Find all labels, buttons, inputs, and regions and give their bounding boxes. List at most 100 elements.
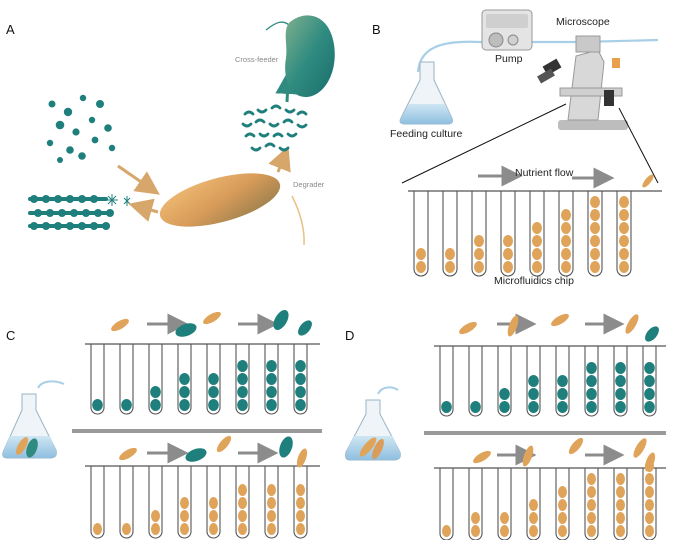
degrader-cell-in-channel	[529, 499, 538, 511]
channel	[148, 466, 163, 539]
channel	[613, 346, 628, 417]
cross-feeder-label: Cross-feeder	[235, 55, 279, 64]
degrader-icon	[216, 435, 232, 453]
degrader-cell-in-channel	[500, 512, 509, 524]
channel	[497, 346, 512, 417]
flask-c	[2, 380, 65, 459]
degrader-cell-in-channel	[645, 473, 654, 485]
cross-feeder-cell-in-channel	[150, 386, 161, 398]
cross-feeder-cell-in-channel	[528, 375, 539, 387]
degrader-cell-in-channel	[238, 497, 247, 509]
degrader-cell-in-channel	[532, 235, 542, 247]
degrader-cell-in-channel	[209, 510, 218, 522]
degrader-icon	[203, 311, 221, 325]
channel	[119, 344, 134, 415]
channel	[264, 466, 279, 539]
channel	[526, 468, 541, 540]
microscope	[537, 35, 628, 130]
degrader-cell-in-channel	[558, 512, 567, 524]
channel	[293, 466, 308, 539]
cross-feeder-icon	[279, 436, 293, 458]
degrader-icon	[507, 315, 519, 337]
cross-feeder-cell-in-channel	[266, 399, 277, 411]
cross-feeder-icon	[645, 326, 659, 342]
cross-feeder-cell-in-channel	[295, 360, 306, 372]
cross-feeder-icon	[175, 323, 197, 337]
degrader-cell-in-channel	[619, 196, 629, 208]
cross-feeder-cell-in-channel	[295, 399, 306, 411]
degrader-cell-in-channel	[587, 512, 596, 524]
cross-feeder-cell	[265, 15, 335, 98]
degrader-cell-in-channel	[590, 209, 600, 221]
cross-feeder-cell-in-channel	[441, 401, 452, 413]
degrader-cell-in-channel	[296, 484, 305, 496]
cross-feeder-cell-in-channel	[528, 401, 539, 413]
channel	[235, 344, 250, 415]
microfluidics-channels	[85, 190, 666, 540]
channel	[442, 191, 458, 277]
degrader-cell-in-channel	[296, 523, 305, 535]
channel	[587, 191, 603, 277]
degrader-cell-in-channel	[180, 523, 189, 535]
channel	[642, 468, 657, 540]
cross-feeder-cell-in-channel	[644, 362, 655, 374]
channel	[148, 344, 163, 415]
degrader-cell-in-channel	[645, 499, 654, 511]
cross-feeder-cell-in-channel	[121, 399, 132, 411]
channel	[413, 191, 429, 277]
degrader-cell-in-channel	[238, 523, 247, 535]
cross-feeder-cell-in-channel	[295, 386, 306, 398]
channel	[468, 346, 483, 417]
channel	[613, 468, 628, 540]
cross-feeder-cell-in-channel	[266, 386, 277, 398]
enzyme-sparkles	[106, 194, 131, 206]
degrader-cell-in-channel	[209, 497, 218, 509]
cross-feeder-cell-in-channel	[615, 401, 626, 413]
degrader-cell-in-channel	[267, 497, 276, 509]
degrader-cell-in-channel	[416, 261, 426, 273]
cross-feeder-icon	[298, 320, 312, 336]
degrader-cell-in-channel	[93, 523, 102, 535]
cross-feeder-cell-in-channel	[266, 360, 277, 372]
channel	[264, 344, 279, 415]
cross-feeder-cell-in-channel	[557, 388, 568, 400]
cross-feeder-cell-in-channel	[150, 399, 161, 411]
degrader-icon	[119, 447, 137, 461]
degrader-icon	[459, 321, 477, 335]
channel	[293, 344, 308, 415]
degrader-cell-in-channel	[416, 248, 426, 260]
cross-feeder-cell-in-channel	[615, 362, 626, 374]
degrader-cell-in-channel	[590, 248, 600, 260]
cross-feeder-cell-in-channel	[586, 375, 597, 387]
degrader-cell-in-channel	[561, 248, 571, 260]
degrader-cell-in-channel	[532, 261, 542, 273]
degrader-swarm	[241, 104, 308, 152]
tan-arrows	[117, 145, 291, 222]
microscope-label: Microscope	[556, 16, 610, 28]
cross-feeder-cell-in-channel	[179, 373, 190, 385]
pump-label: Pump	[495, 53, 523, 65]
channel	[616, 191, 632, 277]
monomer-particles	[46, 94, 116, 163]
degrader-cell-in-channel	[561, 209, 571, 221]
degrader-cell	[159, 173, 305, 246]
degrader-cell-in-channel	[616, 512, 625, 524]
degrader-cell-in-channel	[445, 261, 455, 273]
teal-arrow-up	[275, 70, 300, 103]
degrader-cell-in-channel	[296, 510, 305, 522]
panel-label-c: C	[6, 328, 15, 343]
degrader-cell-in-channel	[500, 525, 509, 537]
cross-feeder-icon	[273, 310, 289, 330]
degrader-cell-in-channel	[619, 261, 629, 273]
degrader-icon	[568, 437, 584, 455]
channel	[526, 346, 541, 417]
degrader-cell-in-channel	[296, 497, 305, 509]
channel	[500, 191, 516, 277]
cross-feeder-cell-in-channel	[499, 401, 510, 413]
degrader-cell-in-channel	[619, 209, 629, 221]
cross-feeder-cell-in-channel	[295, 373, 306, 385]
degrader-cell-in-channel	[529, 512, 538, 524]
degrader-cell-in-channel	[209, 523, 218, 535]
flowing-cell	[642, 174, 654, 188]
cross-feeder-cell-in-channel	[266, 373, 277, 385]
